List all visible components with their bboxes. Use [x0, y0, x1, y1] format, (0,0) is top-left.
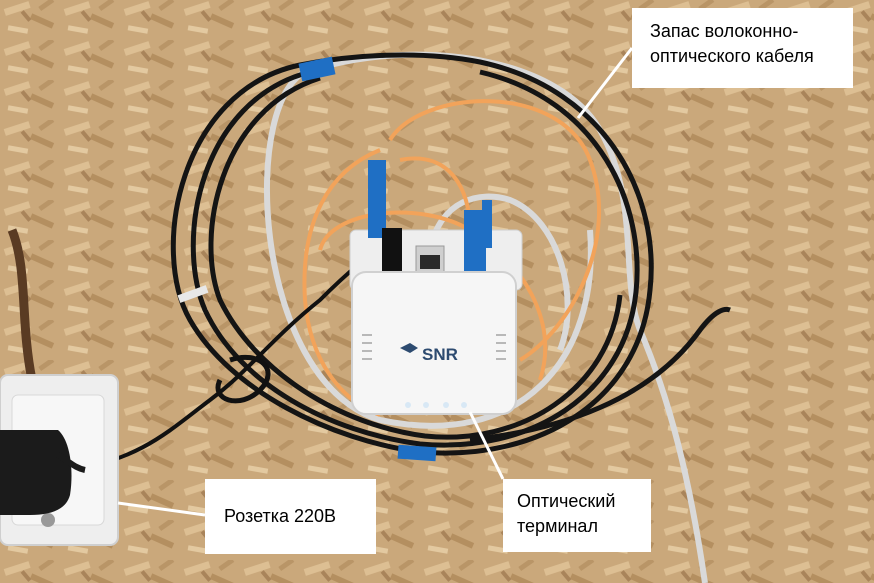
pointer-socket: [117, 501, 206, 517]
callout-optical-terminal-line2: терминал: [517, 516, 598, 536]
snr-logo-text: SNR: [422, 345, 458, 364]
connectors: [368, 160, 492, 280]
black-cable-coil: [170, 52, 731, 456]
callout-cable-reserve: Запас волоконно- оптического кабеля: [632, 8, 853, 88]
callout-cable-reserve-line1: Запас волоконно-: [650, 21, 799, 41]
cable-tie: [177, 285, 209, 303]
pointer-cable-reserve: [576, 47, 634, 119]
blue-tape-bottom: [397, 444, 437, 462]
callout-optical-terminal-line1: Оптический: [517, 491, 616, 511]
pointer-terminal: [468, 411, 505, 480]
optical-terminal: [351, 271, 517, 415]
power-plug: [0, 430, 86, 515]
brown-cord: [7, 228, 37, 381]
blue-tape-top: [298, 56, 336, 82]
power-cord-bundle: [215, 354, 271, 404]
callout-optical-terminal: Оптический терминал: [503, 479, 651, 552]
callout-socket-text: Розетка 220В: [224, 506, 337, 526]
callout-socket: Розетка 220В: [205, 479, 376, 554]
snr-logo: SNR: [400, 343, 458, 364]
callout-cable-reserve-line2: оптического кабеля: [650, 46, 814, 66]
